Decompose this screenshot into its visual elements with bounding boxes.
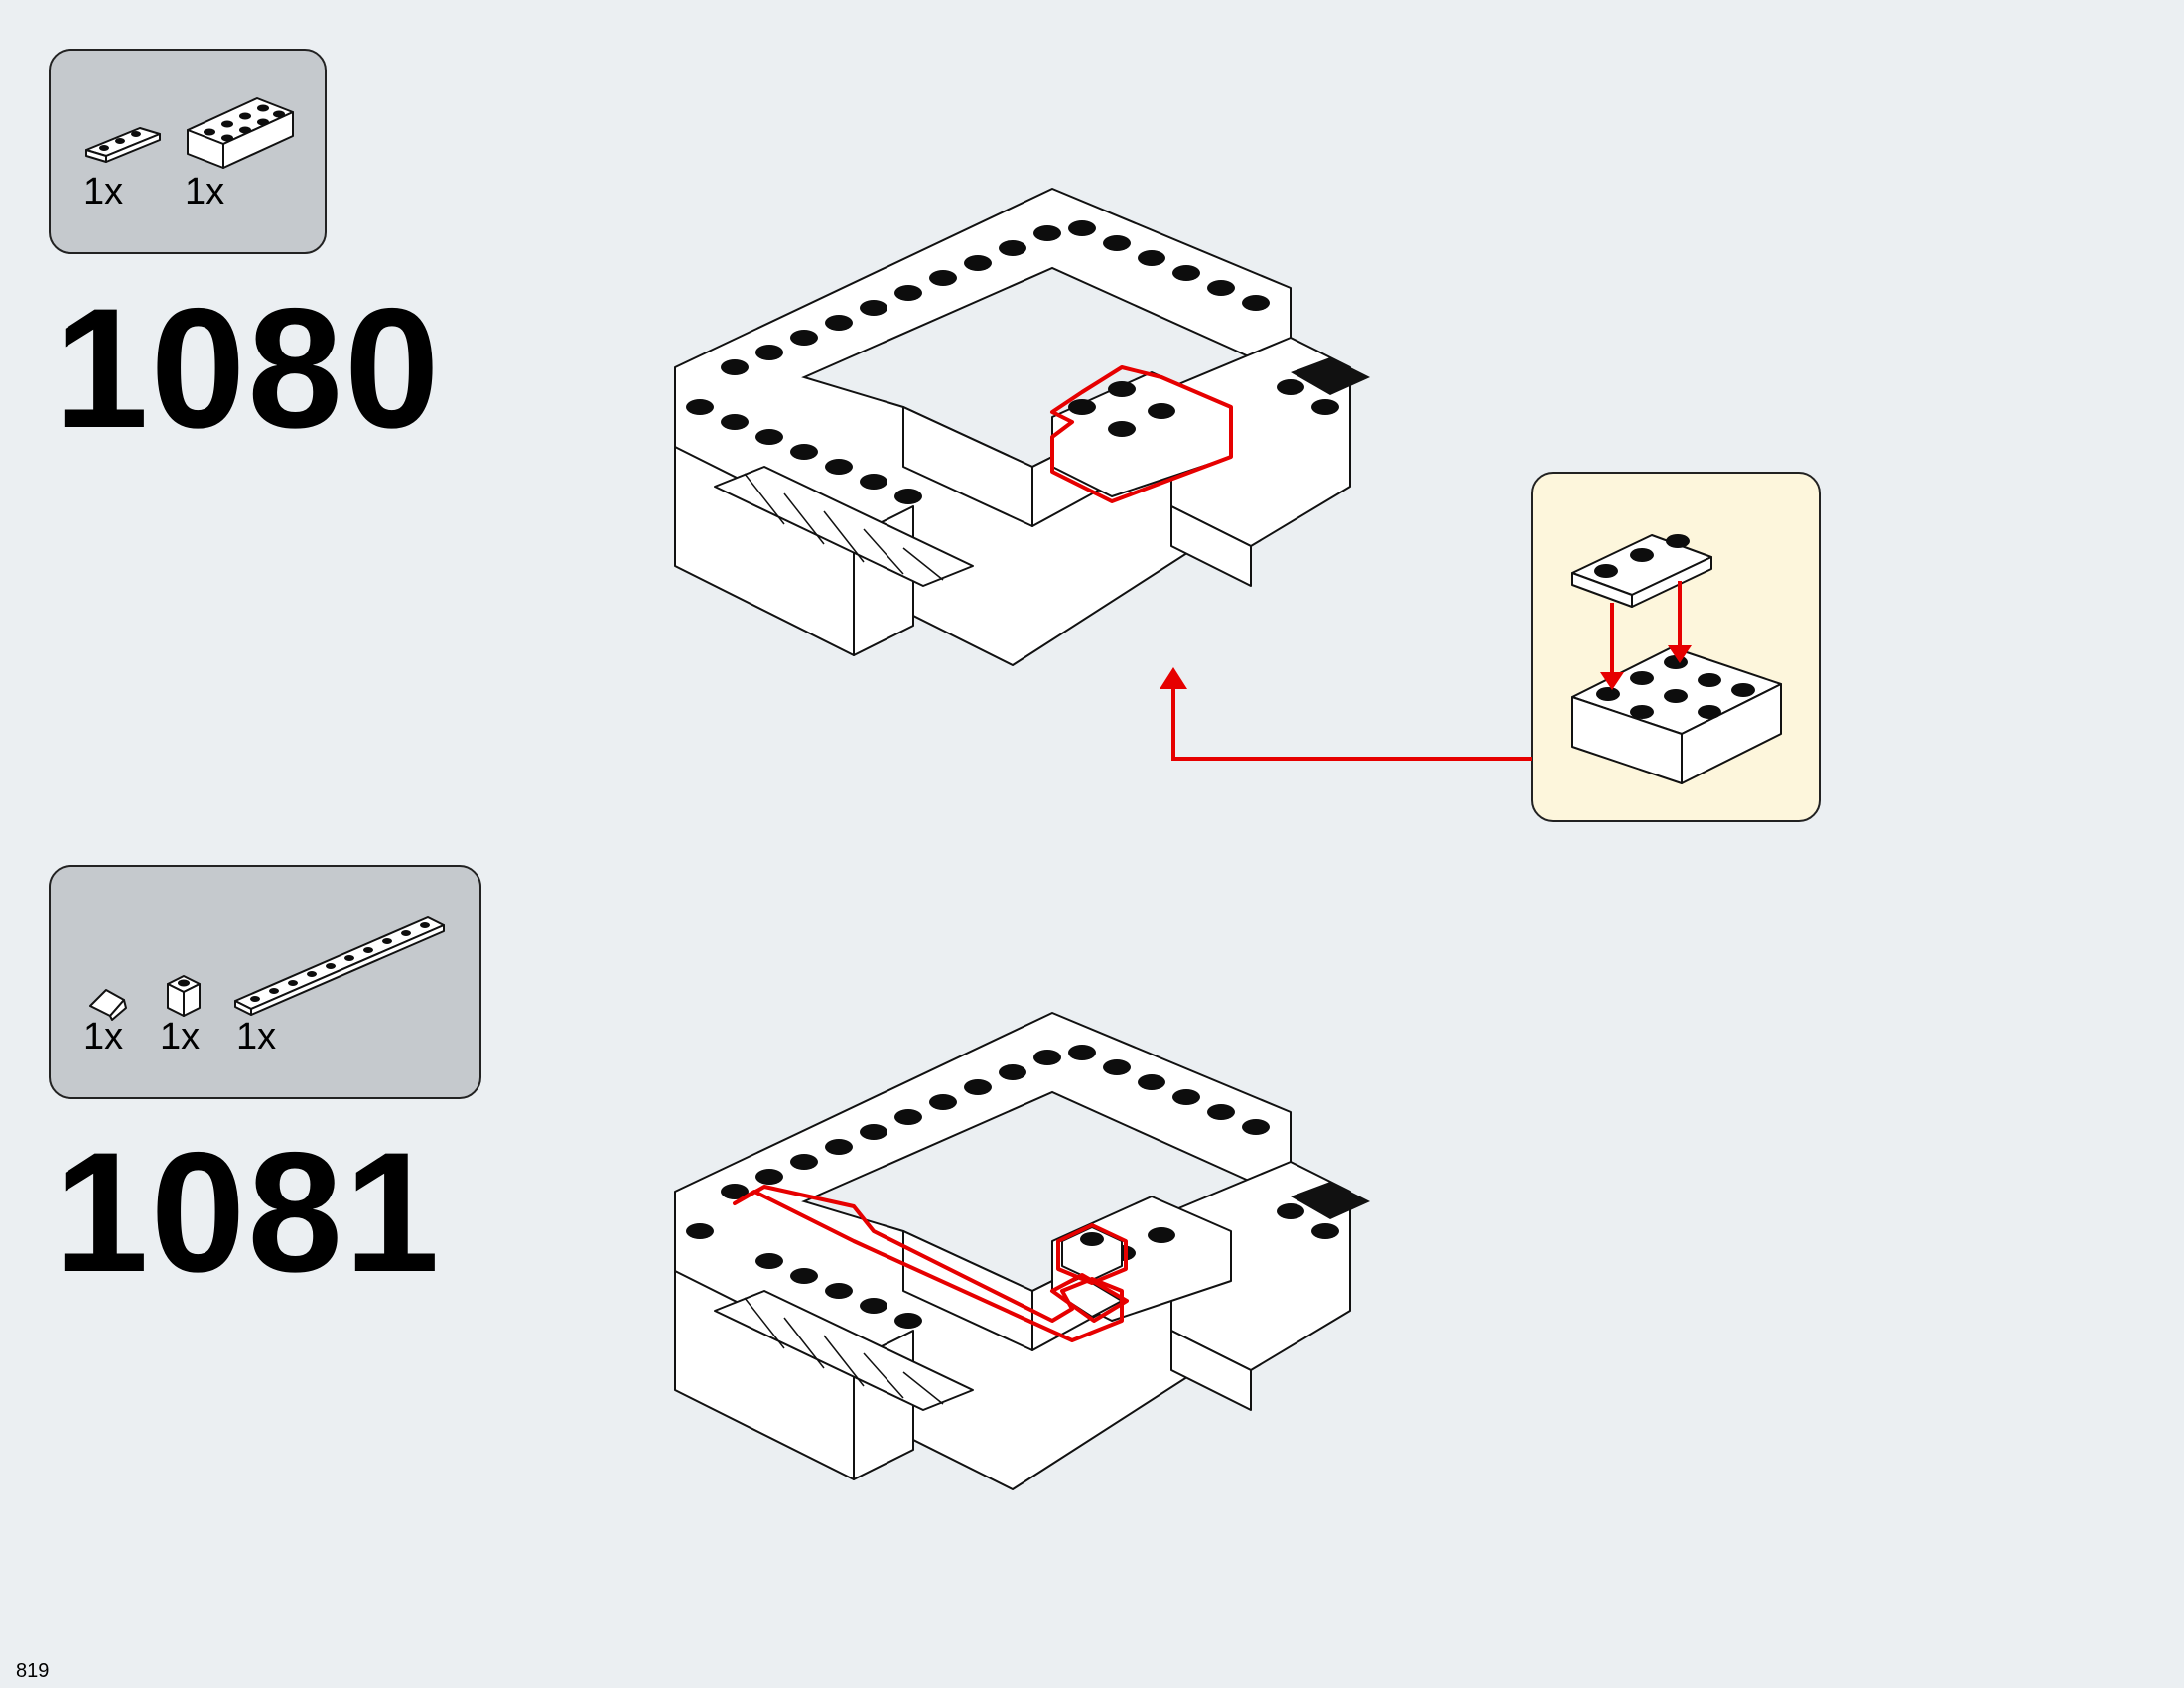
step-number: 1080 bbox=[54, 273, 442, 464]
parts-list-step-1080: 1x 1x bbox=[49, 49, 327, 254]
quantity-label: 1x bbox=[185, 171, 225, 212]
model-assembly-step-1080 bbox=[674, 188, 1370, 666]
sub-assembly-callout bbox=[1531, 472, 1821, 822]
step-number: 1081 bbox=[54, 1117, 442, 1308]
brick-1x1-icon bbox=[167, 975, 201, 1017]
slope-tile-icon bbox=[89, 989, 127, 1021]
model-assembly-step-1081 bbox=[674, 1012, 1370, 1490]
quantity-label: 1x bbox=[236, 1016, 277, 1057]
callout-pointer-arrow bbox=[1160, 667, 1532, 761]
sub-assembly-diagram bbox=[1571, 534, 1782, 784]
quantity-label: 1x bbox=[160, 1016, 201, 1057]
plate-1x10-icon bbox=[234, 916, 445, 1016]
parts-list-step-1081: 1x 1x 1x bbox=[49, 865, 481, 1099]
quantity-label: 1x bbox=[83, 1016, 124, 1057]
brick-2x4-icon bbox=[187, 97, 294, 169]
quantity-label: 1x bbox=[83, 171, 124, 212]
page-number: 819 bbox=[16, 1660, 50, 1682]
plate-1x3-icon bbox=[85, 127, 161, 163]
